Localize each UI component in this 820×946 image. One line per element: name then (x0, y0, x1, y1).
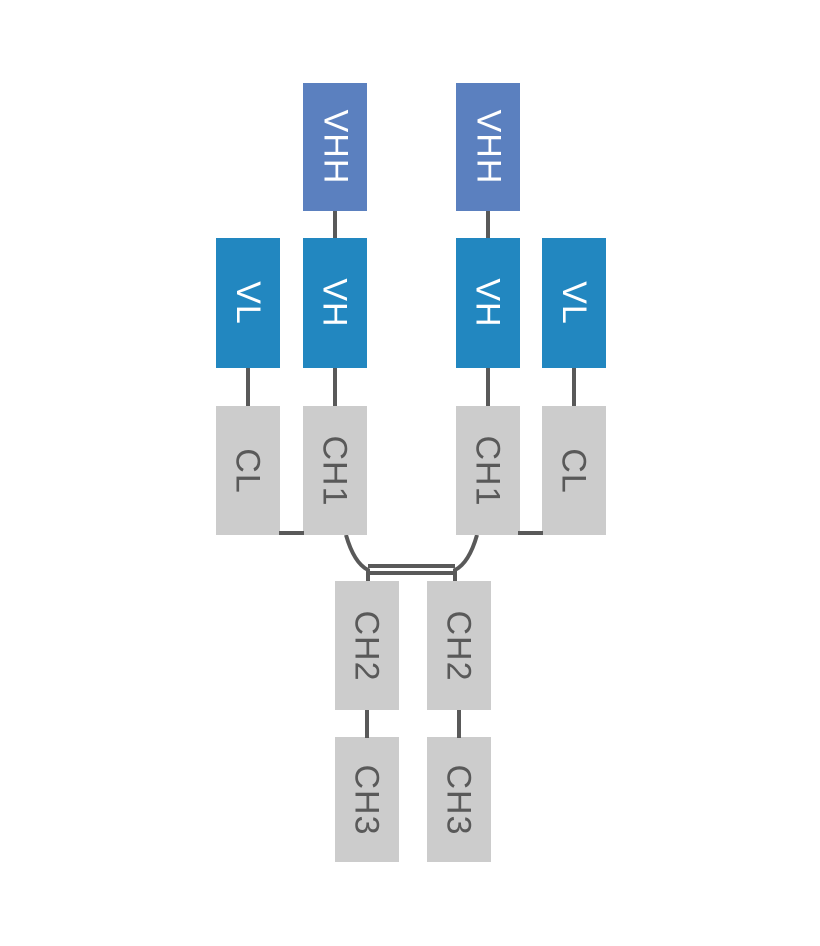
domain-label-vh-left: VH (315, 278, 354, 328)
domain-vhh-right: VHH (456, 83, 520, 211)
domain-label-vh-right: VH (468, 278, 507, 328)
domain-label-ch3-right: CH3 (440, 763, 478, 836)
domain-label-ch2-right: CH2 (440, 609, 478, 682)
domain-cl-right: CL (542, 406, 606, 535)
domain-ch3-left: CH3 (335, 737, 399, 862)
linker-link-vhh-vh-right (486, 211, 490, 238)
domain-label-ch3-left: CH3 (348, 763, 386, 836)
domain-vl-right: VL (542, 238, 606, 368)
linker-link-vl-cl-left (246, 368, 250, 406)
linker-link-vh-ch1-right (486, 368, 490, 406)
domain-cl-left: CL (216, 406, 280, 535)
domain-label-vhh-right: VHH (469, 109, 508, 185)
domain-label-ch1-left: CH1 (316, 434, 354, 507)
domain-vhh-left: VHH (303, 83, 367, 211)
domain-vh-right: VH (456, 238, 520, 368)
domain-vl-left: VL (216, 238, 280, 368)
linker-link-ch2-ch3-right (457, 710, 461, 738)
linker-link-vhh-vh-left (333, 211, 337, 238)
disulfide-bonds (368, 564, 455, 575)
linker-link-ch2-ch3-left (365, 710, 369, 738)
domain-ch1-left: CH1 (303, 406, 367, 535)
domain-label-vl-left: VL (229, 281, 267, 325)
domain-ch2-left: CH2 (335, 581, 399, 710)
domain-label-cl-right: CL (555, 447, 593, 494)
hinge-arc-right (453, 534, 479, 581)
domain-ch2-right: CH2 (427, 581, 491, 710)
domain-label-vl-right: VL (555, 281, 593, 325)
linker-link-cl-ch1-right (518, 531, 543, 535)
linker-link-vl-cl-right (572, 368, 576, 406)
domain-label-vhh-left: VHH (316, 109, 355, 185)
domain-label-cl-left: CL (229, 447, 267, 494)
domain-ch3-right: CH3 (427, 737, 491, 862)
hinge-arc-left (344, 534, 370, 581)
domain-label-ch2-left: CH2 (348, 609, 386, 682)
linker-link-vh-ch1-left (333, 368, 337, 406)
linker-link-cl-ch1-left (279, 531, 304, 535)
domain-label-ch1-right: CH1 (469, 434, 507, 507)
domain-vh-left: VH (303, 238, 367, 368)
domain-ch1-right: CH1 (456, 406, 520, 535)
